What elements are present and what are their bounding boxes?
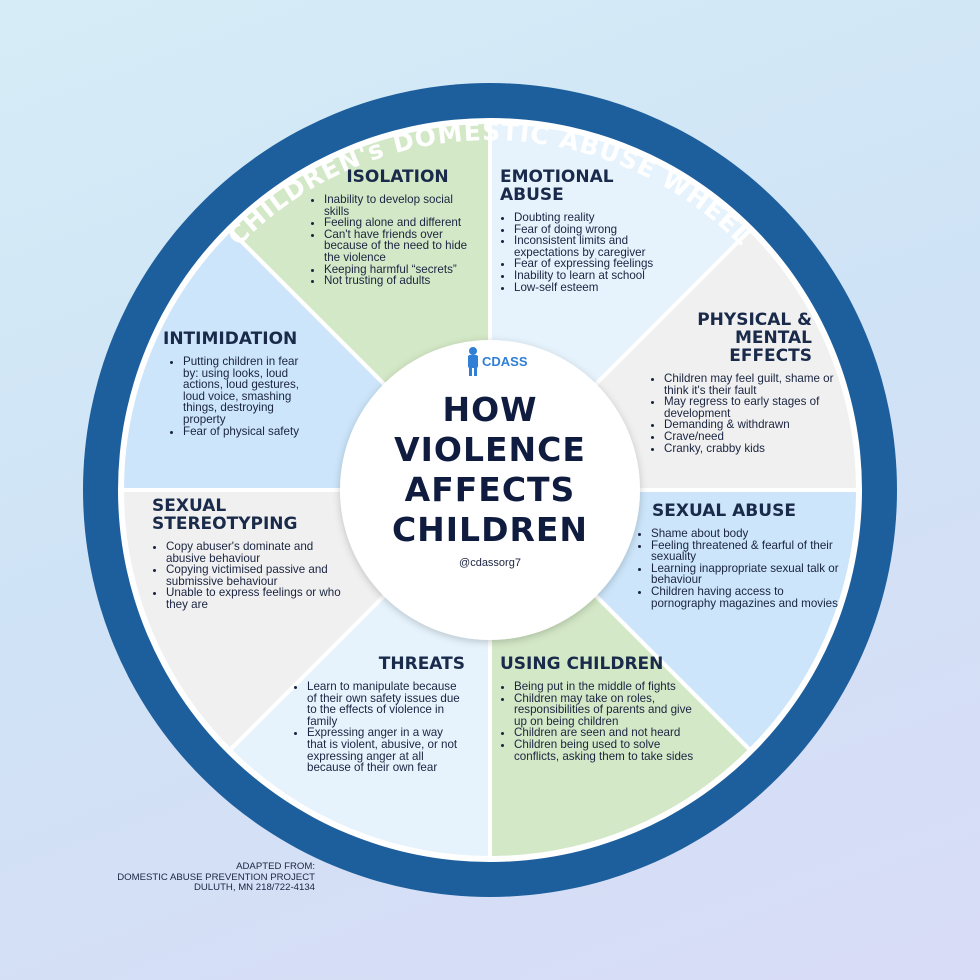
list-item: Feeling alone and different: [324, 217, 475, 229]
list-item: Unable to express feelings or who they a…: [166, 587, 342, 610]
list-item: Copy abuser's dominate and abusive behav…: [166, 541, 342, 564]
list-item: Fear of doing wrong: [514, 223, 660, 236]
cdass-logo: CDASS: [466, 346, 528, 376]
list-item: Cranky, crabby kids: [664, 442, 840, 455]
list-item: Shame about body: [651, 528, 847, 540]
center-title: HOW VIOLENCE AFFECTS CHILDREN: [340, 390, 640, 550]
center-line: AFFECTS: [404, 470, 576, 509]
list-item: Crave/need: [664, 431, 840, 443]
credit-text: ADAPTED FROM: DOMESTIC ABUSE PREVENTION …: [100, 861, 315, 894]
segment-list: Shame about bodyFeeling threatened & fea…: [637, 528, 847, 609]
segment-title: INTIMIDATION: [163, 329, 298, 349]
list-item: Can't have friends over because of the n…: [324, 229, 475, 264]
segment-threats: THREATS Learn to manipulate because of t…: [293, 655, 465, 774]
segment-list: Inability to develop social skillsFeelin…: [310, 194, 475, 287]
credit-line: DULUTH, MN 218/722-4134: [193, 882, 315, 893]
social-handle: @cdassorg7: [459, 557, 521, 569]
list-item: Inconsistent limits and expectations by …: [514, 235, 660, 258]
list-item: Children may feel guilt, shame or think …: [664, 373, 840, 396]
segment-title: EMOTIONAL ABUSE: [500, 167, 614, 205]
segment-intimidation: INTIMIDATION Putting children in fear by…: [163, 330, 313, 437]
list-item: Being put in the middle of fights: [514, 681, 700, 693]
segment-list: Doubting realityFear of doing wrongIncon…: [500, 212, 660, 293]
segment-list: Putting children in fear by: using looks…: [169, 356, 313, 437]
list-item: Demanding & withdrawn: [664, 419, 840, 431]
center-line: HOW: [442, 390, 538, 429]
credit-line: ADAPTED FROM:: [236, 861, 315, 872]
list-item: Doubting reality: [514, 212, 660, 224]
segment-title: SEXUAL ABUSE: [652, 501, 796, 521]
list-item: Inability to learn at school: [514, 270, 660, 282]
list-item: Putting children in fear by: using looks…: [183, 356, 313, 426]
segment-list: Copy abuser's dominate and abusive behav…: [152, 541, 342, 611]
center-circle: [340, 340, 640, 640]
segment-list: Being put in the middle of fightsChildre…: [500, 681, 700, 762]
list-item: Learn to manipulate because of their own…: [307, 681, 465, 727]
list-item: Children are seen and not heard: [514, 727, 700, 739]
list-item: Expressing anger in a way that is violen…: [307, 727, 465, 773]
list-item: Children being used to solve conflicts, …: [514, 739, 700, 762]
list-item: May regress to early stages of developme…: [664, 396, 840, 419]
segment-title: ISOLATION: [346, 167, 449, 187]
center-line: CHILDREN: [391, 510, 589, 549]
list-item: Learning inappropriate sexual talk or be…: [651, 562, 847, 586]
person-silhouette-icon: [468, 347, 478, 376]
logo-text: CDASS: [482, 353, 528, 369]
list-item: Low-self esteem: [514, 281, 660, 294]
center-line: VIOLENCE: [394, 430, 586, 469]
segment-sexual-abuse: SEXUAL ABUSE Shame about bodyFeeling thr…: [637, 502, 847, 609]
list-item: Children may take on roles, responsibili…: [514, 692, 700, 728]
segment-emotional-abuse: EMOTIONAL ABUSE Doubting realityFear of …: [500, 168, 660, 293]
segment-list: Children may feel guilt, shame or think …: [650, 373, 840, 454]
segment-title: THREATS: [378, 654, 465, 674]
segment-title: PHYSICAL & MENTAL EFFECTS: [697, 310, 812, 366]
segment-title: USING CHILDREN: [500, 654, 664, 674]
segment-physical-mental-effects: PHYSICAL & MENTAL EFFECTS Children may f…: [650, 311, 840, 454]
list-item: Fear of expressing feelings: [514, 258, 660, 270]
list-item: Not trusting of adults: [324, 275, 475, 287]
list-item: Inability to develop social skills: [324, 194, 475, 217]
segment-sexual-stereotyping: SEXUAL STEREOTYPING Copy abuser's domina…: [152, 497, 342, 611]
segment-using-children: USING CHILDREN Being put in the middle o…: [500, 655, 700, 762]
credit-line: DOMESTIC ABUSE PREVENTION PROJECT: [117, 871, 315, 883]
list-item: Feeling threatened & fearful of their se…: [651, 539, 847, 563]
list-item: Copying victimised passive and submissiv…: [166, 564, 342, 587]
segment-isolation: ISOLATION Inability to develop social sk…: [310, 168, 475, 287]
list-item: Keeping harmful “secrets”: [324, 263, 475, 276]
segment-list: Learn to manipulate because of their own…: [293, 681, 465, 774]
list-item: Fear of physical safety: [183, 425, 313, 438]
segment-title: SEXUAL STEREOTYPING: [152, 496, 298, 534]
list-item: Children having access to pornography ma…: [651, 586, 847, 609]
